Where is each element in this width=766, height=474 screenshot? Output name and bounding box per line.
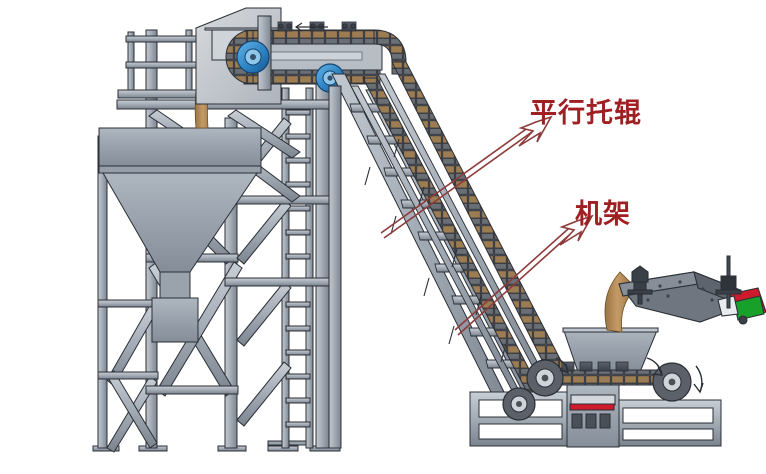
rotation-arrow-right	[646, 357, 664, 376]
tower-column-right	[315, 73, 330, 449]
tipping-truck	[617, 265, 766, 325]
status-strip-red	[569, 403, 615, 411]
tail-sprocket-lower	[502, 387, 536, 421]
tower-base-plates	[92, 440, 341, 452]
ladder	[281, 87, 314, 449]
head-conveyor	[243, 15, 383, 91]
annotation-label-frame: 机架	[575, 199, 631, 230]
feed-hopper	[562, 327, 659, 373]
conveyor-support-leg	[328, 85, 342, 449]
rotation-arrow-outer	[693, 365, 704, 394]
tower-column-left	[97, 135, 108, 449]
hopper-silo	[98, 127, 262, 343]
rotation-arrow-left	[555, 357, 569, 375]
hydraulic-cylinder	[715, 255, 742, 309]
tower-braces-left	[106, 304, 158, 453]
tail-sprocket-upper	[526, 359, 564, 397]
tail-sprocket-right	[652, 362, 692, 402]
annotation-arrows	[380, 115, 594, 336]
head-sprocket	[225, 29, 270, 85]
grain-feed-stream	[604, 271, 637, 333]
direction-arrow	[294, 22, 328, 32]
bottom-idler-rollers	[561, 361, 629, 372]
bucket-chain-return	[362, 77, 544, 397]
tail-drive-unit	[469, 384, 722, 448]
truck-hook	[627, 265, 653, 305]
annotation-label-parallel-idler: 平行托辊	[530, 98, 642, 129]
conveyor-guide-rails	[350, 73, 552, 401]
